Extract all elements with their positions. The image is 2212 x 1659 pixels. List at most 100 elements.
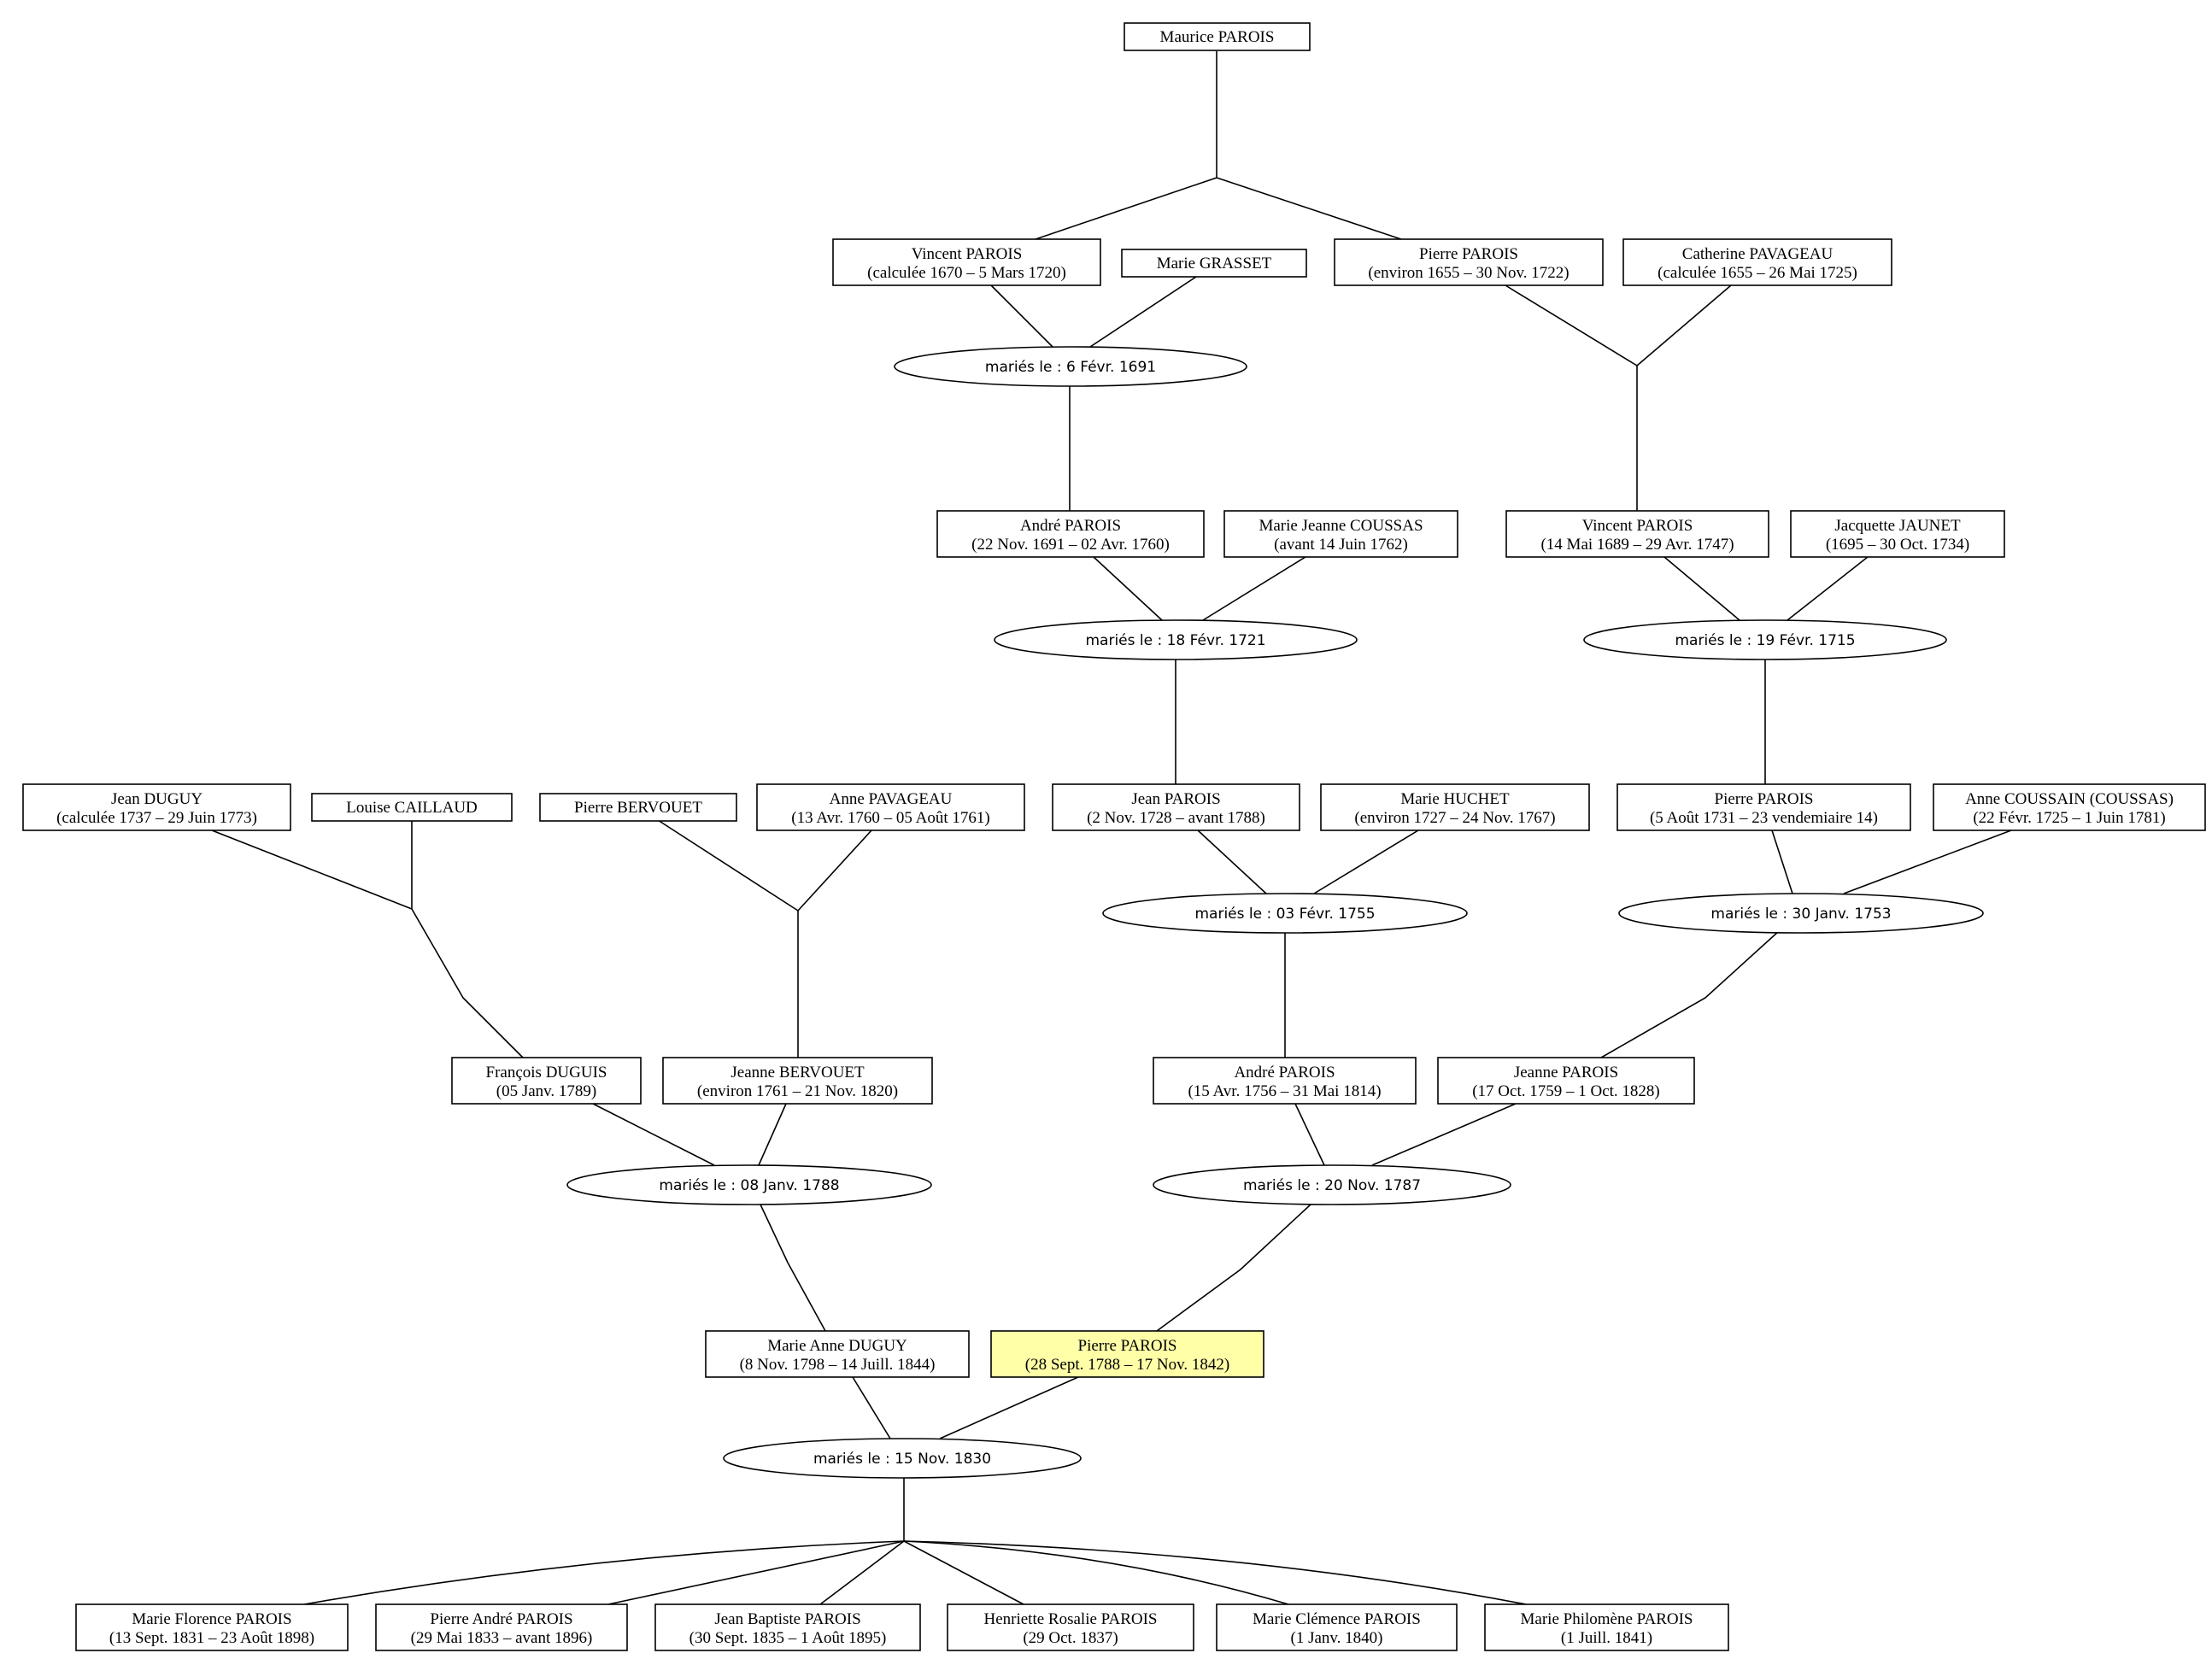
edge [760,1204,826,1332]
person-name: Henriette Rosalie PAROIS [983,1610,1157,1628]
edge [1843,830,2012,894]
person-box: Jeanne BERVOUET (environ 1761 – 21 Nov. … [662,1057,933,1105]
marriage-label: mariés le : 08 Janv. 1788 [659,1177,839,1194]
edge [1505,284,1638,366]
edge [1093,556,1163,621]
edge [1202,556,1306,621]
person-name: Pierre André PAROIS [430,1610,572,1628]
person-name: Jean DUGUY [111,790,202,808]
connector-lines [211,51,2012,1605]
edge [1089,276,1197,348]
person-box: Jeanne PAROIS (17 Oct. 1759 – 1 Oct. 182… [1437,1057,1695,1105]
edge [1294,1103,1325,1166]
person-name: Jean Baptiste PAROIS [714,1610,860,1628]
person-name: Louise CAILLAUD [346,799,478,817]
person-dates: (05 Janv. 1789) [496,1082,597,1100]
person-name: Catherine PAVAGEAU [1682,245,1834,263]
person-box: Maurice PAROIS [1124,22,1311,51]
edge [903,1540,1527,1605]
marriage-node: mariés le : 08 Janv. 1788 [566,1164,932,1205]
person-box: Henriette Rosalie PAROIS (29 Oct. 1837) [947,1603,1194,1651]
person-box: Pierre BERVOUET [539,793,737,822]
marriage-label: mariés le : 6 Févr. 1691 [985,359,1156,376]
person-dates: (environ 1761 – 21 Nov. 1820) [697,1082,898,1100]
person-dates: (28 Sept. 1788 – 17 Nov. 1842) [1025,1356,1229,1374]
person-dates: (13 Sept. 1831 – 23 Août 1898) [109,1629,314,1647]
person-name: André PAROIS [1020,517,1121,535]
person-box: Vincent PAROIS (14 Mai 1689 – 29 Avr. 17… [1505,510,1769,558]
person-dates: (22 Févr. 1725 – 1 Juin 1781) [1973,809,2165,827]
marriage-node: mariés le : 30 Janv. 1753 [1618,893,1984,934]
person-dates: (17 Oct. 1759 – 1 Oct. 1828) [1472,1082,1660,1100]
person-box: André PAROIS (15 Avr. 1756 – 31 Mai 1814… [1153,1057,1417,1105]
person-box: Marie Jeanne COUSSAS (avant 14 Juin 1762… [1223,510,1458,558]
person-dates: (calculée 1737 – 29 Juin 1773) [56,809,257,827]
person-dates: (22 Nov. 1691 – 02 Avr. 1760) [971,536,1170,554]
edge [592,1103,715,1166]
person-name: Marie HUCHET [1400,790,1510,808]
edge [1035,51,1217,240]
edge [303,1540,905,1605]
person-dates: (environ 1727 – 24 Nov. 1767) [1354,809,1555,827]
person-box: Jean DUGUY (calculée 1737 – 29 Juin 1773… [22,783,291,831]
person-box: François DUGUIS (05 Janv. 1789) [451,1057,642,1105]
marriage-label: mariés le : 15 Nov. 1830 [813,1451,991,1468]
person-box: Jacquette JAUNET (1695 – 30 Oct. 1734) [1790,510,2005,558]
person-box: Pierre PAROIS (environ 1655 – 30 Nov. 17… [1334,238,1604,286]
edge [607,1540,905,1605]
person-dates: (1695 – 30 Oct. 1734) [1826,536,1969,554]
person-name: Vincent PAROIS [1582,517,1693,535]
person-dates: (29 Oct. 1837) [1023,1629,1118,1647]
person-name: Marie Clémence PAROIS [1253,1610,1421,1628]
edge [819,1540,905,1605]
edge [939,1376,1079,1439]
person-dates: (14 Mai 1689 – 29 Avr. 1747) [1540,536,1734,554]
edge [797,830,872,912]
person-name: André PAROIS [1234,1064,1335,1082]
edge [1371,1103,1517,1166]
person-name: Jacquette JAUNET [1834,517,1961,535]
edge [852,1376,891,1439]
person-dates: (29 Mai 1833 – avant 1896) [411,1629,593,1647]
person-dates: (15 Avr. 1756 – 31 Mai 1814) [1188,1082,1381,1100]
person-dates: (8 Nov. 1798 – 14 Juill. 1844) [740,1356,936,1374]
person-box: Anne PAVAGEAU (13 Avr. 1760 – 05 Août 17… [756,783,1025,831]
marriage-label: mariés le : 30 Janv. 1753 [1710,906,1891,923]
edge [1197,830,1267,894]
person-dates: (2 Nov. 1728 – avant 1788) [1087,809,1265,827]
person-box: Marie Clémence PAROIS (1 Janv. 1840) [1216,1603,1458,1651]
person-box: Marie HUCHET (environ 1727 – 24 Nov. 176… [1320,783,1590,831]
marriage-label: mariés le : 20 Nov. 1787 [1243,1177,1421,1194]
person-dates: (calculée 1655 – 26 Mai 1725) [1658,264,1857,282]
person-box: Jean Baptiste PAROIS (30 Sept. 1835 – 1 … [654,1603,921,1651]
person-name: Marie Anne DUGUY [767,1337,907,1355]
edge [990,284,1053,348]
person-name: Anne PAVAGEAU [830,790,953,808]
person-box: Anne COUSSAIN (COUSSAS) (22 Févr. 1725 –… [1933,783,2206,831]
edge [1771,830,1793,894]
marriage-node: mariés le : 6 Févr. 1691 [894,346,1247,387]
marriage-label: mariés le : 19 Févr. 1715 [1675,632,1855,649]
person-box: Vincent PAROIS (calculée 1670 – 5 Mars 1… [832,238,1101,286]
person-dates: (13 Avr. 1760 – 05 Août 1761) [791,809,989,827]
person-box-highlighted: Pierre PAROIS (28 Sept. 1788 – 17 Nov. 1… [990,1330,1264,1378]
person-name: Jeanne PAROIS [1514,1064,1618,1082]
person-name: Pierre PAROIS [1078,1337,1177,1355]
edge [1216,177,1402,240]
marriage-label: mariés le : 03 Févr. 1755 [1194,906,1375,923]
edge [211,830,413,910]
person-dates: (1 Juill. 1841) [1561,1629,1652,1647]
person-name: Jeanne BERVOUET [730,1064,865,1082]
person-name: Marie GRASSET [1157,255,1272,273]
marriage-node: mariés le : 18 Févr. 1721 [994,619,1358,660]
person-name: Vincent PAROIS [912,245,1023,263]
person-box: Marie GRASSET [1121,249,1307,278]
edge [1663,556,1740,621]
edge [411,820,524,1058]
person-box: Marie Florence PAROIS (13 Sept. 1831 – 2… [75,1603,349,1651]
edge [657,819,799,912]
person-box: Marie Philomène PAROIS (1 Juill. 1841) [1484,1603,1729,1651]
marriage-node: mariés le : 19 Févr. 1715 [1583,619,1947,660]
marriage-node: mariés le : 03 Févr. 1755 [1102,893,1468,934]
